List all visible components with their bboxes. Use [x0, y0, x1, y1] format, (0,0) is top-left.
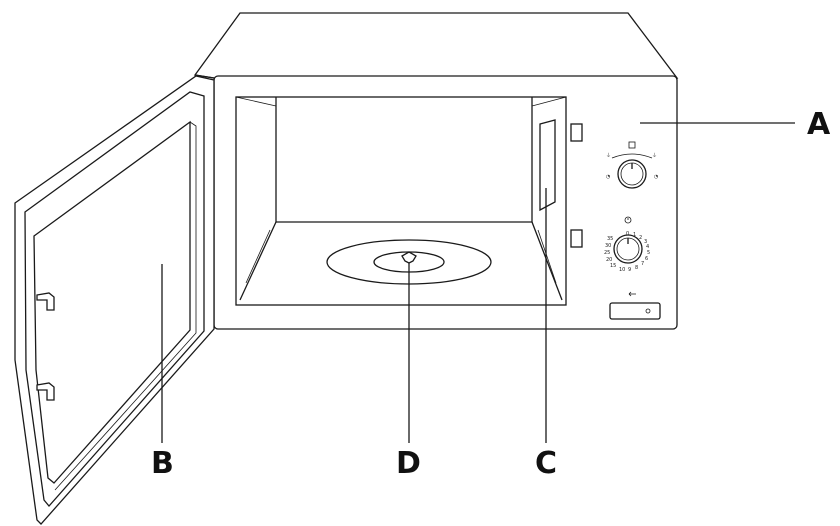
callout-d: D — [396, 446, 421, 481]
svg-text:35: 35 — [607, 236, 613, 242]
door-latch-slot-top — [570, 123, 583, 142]
svg-text:30: 30 — [605, 243, 611, 249]
clock-icon — [624, 216, 632, 224]
door-open-icon — [628, 291, 636, 297]
svg-text:2: 2 — [639, 235, 642, 241]
callout-b: B — [151, 446, 174, 481]
svg-text:8: 8 — [635, 265, 638, 271]
svg-text:9: 9 — [628, 267, 631, 273]
svg-text:1: 1 — [633, 232, 636, 238]
svg-text:10: 10 — [619, 267, 625, 273]
door-hook-top — [36, 292, 55, 311]
svg-text:25: 25 — [604, 250, 610, 256]
svg-text:◔: ◔ — [654, 174, 658, 180]
callout-c: C — [535, 446, 557, 481]
svg-text:0: 0 — [626, 231, 629, 237]
microwave-power-icon — [628, 141, 636, 149]
timer-scale: 0 1 2 3 4 5 6 7 8 9 10 15 20 25 30 35 — [604, 231, 650, 273]
cabinet-top — [193, 12, 679, 79]
door-hook-bottom — [36, 382, 55, 401]
waveguide-cover — [539, 119, 556, 212]
turntable-coupler — [401, 251, 417, 264]
defrost-icon: ◔ — [606, 174, 610, 180]
svg-text:3: 3 — [644, 239, 647, 245]
grill-icon: ⏚ — [606, 152, 611, 159]
svg-text:5: 5 — [647, 250, 650, 256]
svg-text:15: 15 — [610, 263, 616, 269]
door-latch-slot-bottom — [570, 229, 583, 248]
svg-text:7: 7 — [641, 261, 644, 267]
timer-dial[interactable] — [613, 216, 643, 264]
power-selector[interactable]: ⏚ ⏚ ◔ ◔ — [606, 141, 658, 189]
svg-text:6: 6 — [645, 256, 648, 262]
svg-text:20: 20 — [606, 257, 612, 263]
callout-a: A — [807, 107, 831, 142]
door-release-button[interactable] — [609, 291, 661, 320]
svg-text:4: 4 — [646, 244, 649, 250]
combi-icon: ⏚ — [652, 152, 657, 159]
